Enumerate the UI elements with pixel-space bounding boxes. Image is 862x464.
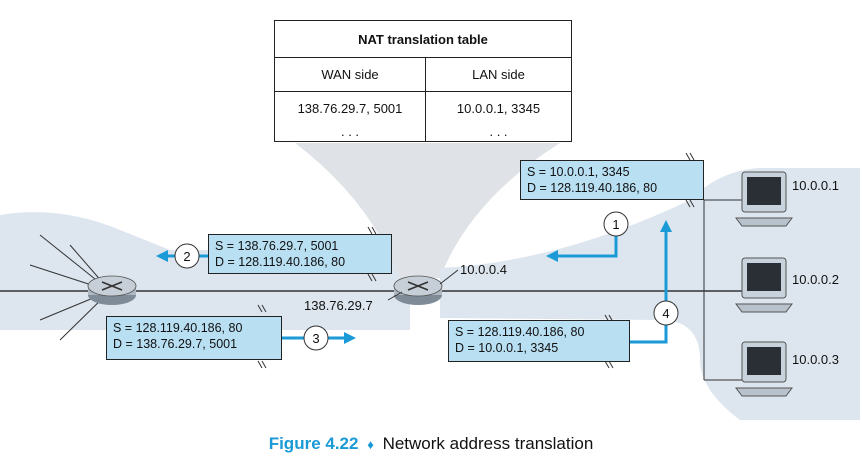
caption-separator-icon: ♦ — [367, 437, 374, 452]
packet-2-destination: D = 128.119.40.186, 80 — [215, 255, 346, 269]
figure-caption: Figure 4.22 ♦ Network address translatio… — [0, 434, 862, 454]
wan-side-header: WAN side — [275, 57, 426, 91]
step2-label: 2 — [183, 249, 190, 264]
step3-label: 3 — [312, 331, 319, 346]
figure-number: Figure 4.22 — [268, 434, 359, 453]
row1-lan: 10.0.0.1, 3345 — [456, 100, 541, 116]
packet-1: S = 10.0.0.1, 3345 D = 128.119.40.186, 8… — [520, 160, 704, 200]
nat-table-header: WAN side LAN side — [275, 57, 571, 92]
row2-wan: . . . — [275, 121, 426, 141]
step2-marker — [174, 243, 200, 269]
packet-3: S = 128.119.40.186, 80 D = 138.76.29.7, … — [106, 316, 282, 360]
step4-arrow — [630, 230, 668, 344]
nat-table-row: 138.76.29.7, 5001 10.0.0.1, 3345 — [275, 91, 571, 125]
nat-translation-table: NAT translation table WAN side LAN side … — [274, 20, 572, 142]
row1-wan: 138.76.29.7, 5001 — [275, 91, 426, 125]
host2-address: 10.0.0.2 — [792, 272, 839, 287]
internet-router-icon — [87, 275, 137, 305]
packet-4-destination: D = 10.0.0.1, 3345 — [455, 341, 559, 355]
packet-3-destination: D = 138.76.29.7, 5001 — [113, 337, 238, 351]
router-lan-address: 10.0.0.4 — [460, 262, 507, 277]
step1-label: 1 — [612, 217, 619, 232]
packet-4-source: S = 128.119.40.186, 80 — [455, 325, 585, 339]
host2-computer-icon — [735, 257, 793, 313]
caption-text: Network address translation — [382, 434, 594, 453]
step4-label: 4 — [662, 306, 669, 321]
step1-arrow — [556, 236, 618, 258]
packet-2: S = 138.76.29.7, 5001 D = 128.119.40.186… — [208, 234, 392, 274]
lan-cloud — [440, 168, 860, 420]
step4-marker — [653, 300, 679, 326]
funnel-highlight — [295, 143, 560, 278]
host1-address: 10.0.0.1 — [792, 178, 839, 193]
packet-2-source: S = 138.76.29.7, 5001 — [215, 239, 339, 253]
nat-router-icon — [393, 275, 443, 305]
step3-marker — [303, 325, 329, 351]
step1-marker — [603, 211, 629, 237]
host3-computer-icon — [735, 341, 793, 397]
packet-1-destination: D = 128.119.40.186, 80 — [527, 181, 658, 195]
nat-table-title: NAT translation table — [275, 21, 571, 58]
lan-side-header: LAN side — [472, 66, 525, 82]
row2-lan: . . . — [489, 123, 508, 139]
packet-3-source: S = 128.119.40.186, 80 — [113, 321, 243, 335]
packet-1-source: S = 10.0.0.1, 3345 — [527, 165, 630, 179]
nat-table-row: . . . . . . — [275, 121, 571, 141]
packet-4: S = 128.119.40.186, 80 D = 10.0.0.1, 334… — [448, 320, 630, 362]
host3-address: 10.0.0.3 — [792, 352, 839, 367]
router-wan-address: 138.76.29.7 — [304, 298, 373, 313]
host1-computer-icon — [735, 171, 793, 227]
